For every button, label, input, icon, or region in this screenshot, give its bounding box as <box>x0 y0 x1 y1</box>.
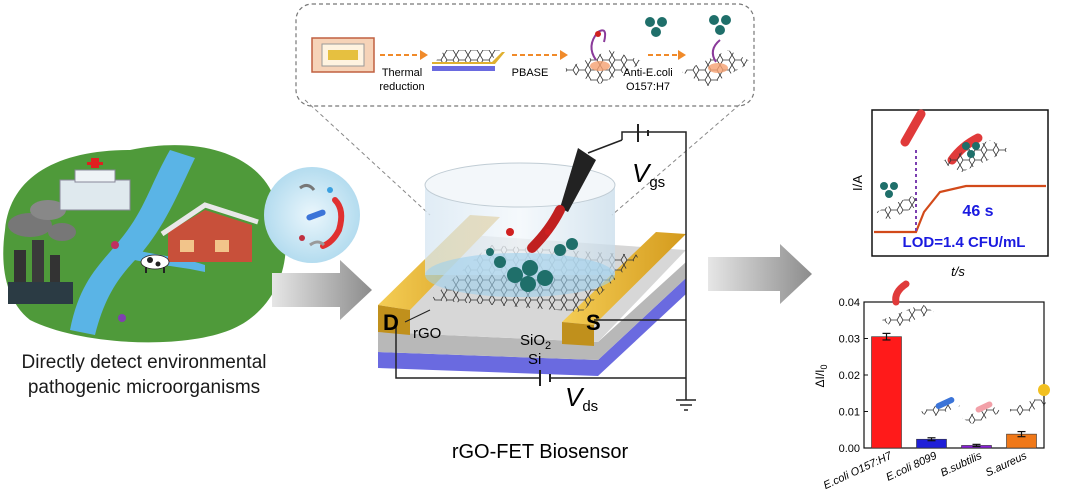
lod-text: LOD=1.4 CFU/mL <box>903 234 1026 251</box>
x-category-label: S.aureus <box>984 450 1029 480</box>
caption-line: Directly detect environmental <box>21 352 267 373</box>
hospital-icon <box>59 158 131 211</box>
si-label: Si <box>528 351 541 368</box>
step-label: Anti-E.coli <box>623 67 673 79</box>
caption-line: pathogenic microorganisms <box>27 377 261 398</box>
step-label: Thermal <box>382 67 422 79</box>
source-label: S <box>586 310 601 335</box>
vds-label: Vds <box>565 382 598 415</box>
microbe-icon <box>118 314 126 322</box>
sio2-label: SiO2 <box>520 332 551 352</box>
device-title: rGO-FET Biosensor <box>452 441 629 463</box>
bar-ylabel: ΔI/I0 <box>813 364 829 387</box>
water-sample-droplet <box>264 167 360 263</box>
step-label: reduction <box>379 81 424 93</box>
factory-icon <box>8 200 76 304</box>
response-panel: 46 s LOD=1.4 CFU/mL I/A t/s <box>850 109 1049 279</box>
y-tick-label: 0.00 <box>839 443 860 455</box>
microbe-icon <box>111 241 119 249</box>
step-label: PBASE <box>512 67 549 79</box>
flow-arrow-left <box>272 260 372 320</box>
vgs-label: Vgs <box>632 158 665 191</box>
y-tick-label: 0.03 <box>839 334 860 346</box>
cow-icon <box>140 254 170 273</box>
y-tick-label: 0.01 <box>839 407 860 419</box>
fet-device: D S rGO SiO2 Si Vgs Vds rGO-FET Biosenso… <box>378 124 696 463</box>
rgo-label: rGO <box>413 325 441 342</box>
environment-landscape <box>3 145 286 343</box>
response-ylabel: I/A <box>850 175 865 191</box>
y-tick-label: 0.02 <box>839 370 860 382</box>
y-tick-label: 0.04 <box>839 297 860 309</box>
x-category-label: B.subtilis <box>939 450 984 480</box>
environment-caption: Directly detect environmental pathogenic… <box>8 350 280 400</box>
barn-icon <box>160 202 259 262</box>
fabrication-box: Thermal reduction PBASE Anti-E.coli O157… <box>295 3 755 107</box>
bar-0 <box>871 336 902 449</box>
selectivity-bar-chart: 0.00 0.01 0.02 0.03 0.04 E.coli O157:H7E.col… <box>813 280 1050 492</box>
step-label: O157:H7 <box>626 81 670 93</box>
response-time: 46 s <box>962 203 993 220</box>
drain-label: D <box>383 310 399 335</box>
x-category-label: E.coli 8099 <box>884 450 938 484</box>
response-xlabel: t/s <box>951 264 965 279</box>
x-category-label: E.coli O157:H7 <box>822 449 895 492</box>
flow-arrow-right <box>708 244 812 304</box>
